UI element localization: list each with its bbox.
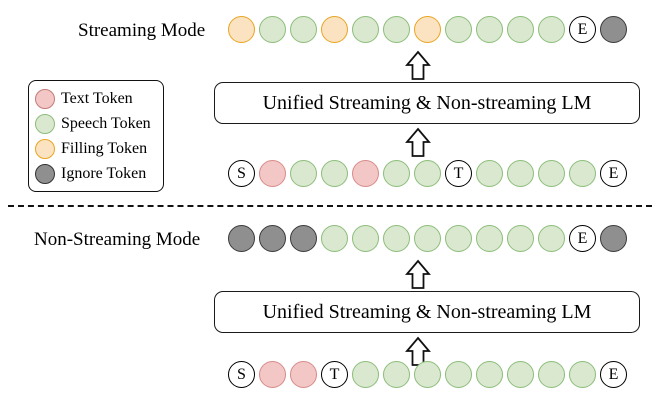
token-speech [352, 361, 379, 388]
legend-item-speech: Speech Token [35, 111, 157, 136]
token-marker-s: S [228, 160, 255, 187]
token-filling [321, 16, 348, 43]
non-streaming-lm-box: Unified Streaming & Non-streaming LM [214, 291, 640, 333]
token-speech [538, 361, 565, 388]
token-speech [290, 16, 317, 43]
token-speech [507, 160, 534, 187]
token-speech [538, 16, 565, 43]
token-ignore [600, 225, 627, 252]
token-text [259, 160, 286, 187]
non-streaming-output-token-row: E [228, 225, 627, 252]
legend-item-ignore: Ignore Token [35, 161, 157, 186]
token-speech [290, 160, 317, 187]
token-speech [569, 361, 596, 388]
token-text [259, 361, 286, 388]
token-speech [414, 160, 441, 187]
arrow-up-streaming-output [404, 50, 432, 85]
token-speech [259, 16, 286, 43]
token-speech [507, 361, 534, 388]
token-speech [476, 225, 503, 252]
token-speech [383, 160, 410, 187]
token-speech [507, 16, 534, 43]
legend-item-filling: Filling Token [35, 136, 157, 161]
token-marker-t: T [321, 361, 348, 388]
token-speech [383, 16, 410, 43]
token-speech [569, 160, 596, 187]
token-marker-e: E [600, 361, 627, 388]
legend-label-speech: Speech Token [61, 114, 151, 132]
token-marker-e: E [569, 225, 596, 252]
token-filling [228, 16, 255, 43]
token-text [352, 160, 379, 187]
token-speech [476, 361, 503, 388]
arrow-up-streaming-input [404, 127, 432, 162]
filling-token-swatch-icon [35, 138, 55, 159]
legend-box: Text Token Speech Token Filling Token Ig… [28, 80, 164, 192]
legend-label-filling: Filling Token [61, 139, 148, 157]
streaming-lm-label: Unified Streaming & Non-streaming LM [262, 91, 592, 114]
token-speech [414, 225, 441, 252]
token-speech [414, 361, 441, 388]
legend-item-text: Text Token [35, 86, 157, 111]
token-speech [352, 16, 379, 43]
token-marker-e: E [569, 16, 596, 43]
ignore-token-swatch-icon [35, 163, 55, 184]
token-filling [414, 16, 441, 43]
token-speech [383, 225, 410, 252]
token-speech [507, 225, 534, 252]
non-streaming-lm-label: Unified Streaming & Non-streaming LM [262, 300, 592, 323]
token-marker-e: E [600, 160, 627, 187]
token-speech [445, 16, 472, 43]
token-speech [352, 225, 379, 252]
streaming-lm-box: Unified Streaming & Non-streaming LM [214, 82, 640, 124]
token-speech [476, 160, 503, 187]
token-ignore [228, 225, 255, 252]
text-token-swatch-icon [35, 88, 55, 109]
token-marker-t: T [445, 160, 472, 187]
token-text [290, 361, 317, 388]
token-speech [383, 361, 410, 388]
arrow-up-non-streaming-output [404, 259, 432, 294]
token-speech [476, 16, 503, 43]
token-speech [445, 361, 472, 388]
streaming-mode-label: Streaming Mode [78, 20, 206, 41]
legend-label-text: Text Token [61, 89, 133, 107]
legend-label-ignore: Ignore Token [61, 164, 147, 182]
token-speech [538, 160, 565, 187]
non-streaming-mode-label: Non-Streaming Mode [34, 229, 201, 250]
token-speech [445, 225, 472, 252]
token-ignore [290, 225, 317, 252]
token-speech [538, 225, 565, 252]
token-ignore [600, 16, 627, 43]
token-marker-s: S [228, 361, 255, 388]
speech-token-swatch-icon [35, 113, 55, 134]
mode-divider [8, 205, 652, 207]
token-speech [321, 225, 348, 252]
streaming-output-token-row: E [228, 16, 627, 43]
token-speech [321, 160, 348, 187]
token-ignore [259, 225, 286, 252]
